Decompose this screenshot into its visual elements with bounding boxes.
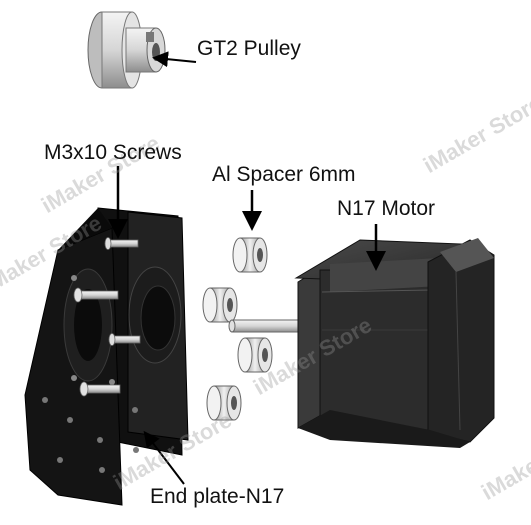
screw [104, 237, 139, 250]
gt2-pulley [87, 11, 166, 89]
label-n17-motor: N17 Motor [337, 197, 436, 220]
screw [73, 287, 119, 303]
spacer [232, 237, 268, 273]
leader-arrows [108, 51, 386, 485]
spacer [206, 385, 242, 421]
spacer [202, 287, 238, 323]
spacer [237, 337, 273, 373]
label-gt2-pulley: GT2 Pulley [197, 37, 301, 60]
endplate-arrow [143, 430, 185, 485]
m3x10-screws [73, 237, 141, 397]
screw [108, 333, 141, 346]
aluminium-spacers [202, 237, 273, 421]
label-end-plate: End plate-N17 [150, 485, 285, 508]
screw [79, 381, 121, 397]
n17-motor [228, 238, 495, 448]
end-plate-n17 [24, 207, 189, 506]
label-m3x10-screws: M3x10 Screws [44, 141, 182, 164]
pulley-arrow [152, 51, 197, 68]
label-al-spacer: Al Spacer 6mm [212, 163, 356, 186]
